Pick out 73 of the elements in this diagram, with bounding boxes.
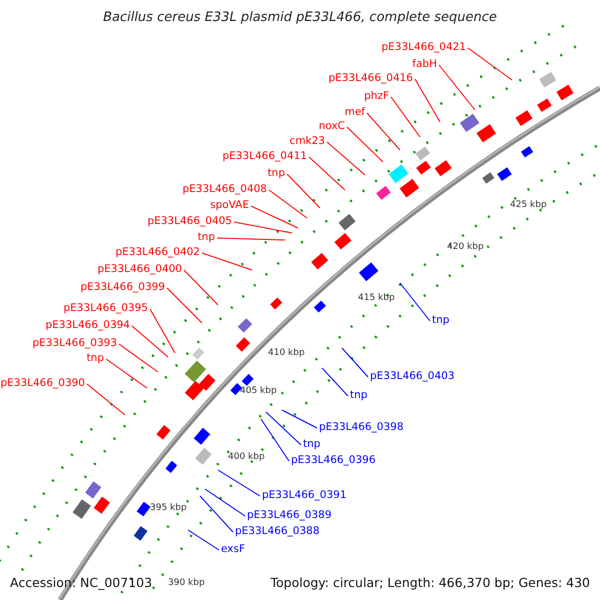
leader-line <box>326 142 366 176</box>
leader-line <box>282 410 318 428</box>
gene-label: cmk23 <box>290 135 325 147</box>
gene-label: mef <box>344 106 365 118</box>
gene-label: tnp <box>303 438 320 450</box>
gene-label: exsF <box>221 543 245 555</box>
leader-line <box>218 470 260 496</box>
gene-label: fabH <box>412 58 437 70</box>
tick-label: 410 kbp <box>268 348 305 358</box>
leader-line <box>286 174 320 208</box>
gene-label: tnp <box>198 231 215 243</box>
leader-line <box>308 156 346 190</box>
tick-label: 400 kbp <box>228 452 265 462</box>
gene-label: pE33L466_0393 <box>32 337 117 349</box>
leader-line <box>468 48 512 80</box>
leader-line <box>268 190 308 218</box>
summary-text: Topology: circular; Length: 466,370 bp; Genes: 430 <box>270 575 590 590</box>
leader-line <box>200 496 234 532</box>
leader-line <box>390 96 420 138</box>
tick-label: 425 kbp <box>510 200 547 210</box>
leader-line <box>202 252 252 270</box>
leader-line <box>366 112 400 150</box>
gene-label: pE33L466_0411 <box>222 150 307 162</box>
gene-label: spoVAE <box>210 199 249 211</box>
gene-label: pE33L466_0388 <box>235 525 320 537</box>
leader-line <box>216 238 286 240</box>
leader-line <box>260 418 290 462</box>
gene-label: pE33L466_0400 <box>97 263 182 275</box>
leader-line <box>250 206 298 228</box>
gene-label: pE33L466_0398 <box>319 421 404 433</box>
gene-label: tnp <box>86 352 104 364</box>
leader-line <box>150 308 176 354</box>
leader-line <box>188 530 220 550</box>
gene-label: pE33L466_0395 <box>63 302 148 314</box>
gene-label: tnp <box>432 314 450 326</box>
leader-line <box>322 368 348 396</box>
leader-line <box>166 288 202 324</box>
gene-label: pE33L466_0416 <box>328 72 413 84</box>
gene-label: pE33L466_0402 <box>115 246 200 258</box>
gene-label: pE33L466_0408 <box>182 183 267 195</box>
gene-label: pE33L466_0389 <box>247 509 332 521</box>
gene-label: pE33L466_0391 <box>262 489 347 501</box>
leader-line <box>204 488 246 516</box>
gene-label: pE33L466_0396 <box>291 454 376 466</box>
gene-label: pE33L466_0421 <box>381 41 466 53</box>
gene-label: pE33L466_0394 <box>45 319 130 331</box>
leader-line <box>438 64 476 110</box>
gene-label: tnp <box>350 389 368 401</box>
gene-label: pE33L466_0399 <box>80 281 165 293</box>
leader-line <box>346 126 384 162</box>
gene-label: tnp <box>268 167 285 179</box>
gene-label: pE33L466_0403 <box>370 370 455 382</box>
leader-line <box>400 282 430 322</box>
leader-line <box>266 412 302 446</box>
gene-label: phzF <box>364 90 389 102</box>
leader-line <box>184 270 218 306</box>
leader-line <box>118 344 158 372</box>
accession-text: Accession: NC_007103 <box>10 575 152 590</box>
leader-line <box>106 358 148 388</box>
leader-line <box>132 326 168 358</box>
gene-label: pE33L466_0390 <box>0 377 85 389</box>
gene-label: noxC <box>318 120 345 132</box>
gene-label: pE33L466_0405 <box>147 215 232 227</box>
tick-label: 390 kbp <box>168 578 205 588</box>
leader-line <box>414 78 440 122</box>
tick-label: 395 kbp <box>150 503 187 513</box>
tick-label: 405 kbp <box>240 386 277 396</box>
tick-label: 415 kbp <box>358 293 395 303</box>
leader-line <box>86 384 126 416</box>
leader-line <box>342 348 368 378</box>
tick-label: 420 kbp <box>447 242 484 252</box>
leader-line <box>234 222 292 234</box>
title: Bacillus cereus E33L plasmid pE33L466, complete sequence <box>102 10 498 25</box>
